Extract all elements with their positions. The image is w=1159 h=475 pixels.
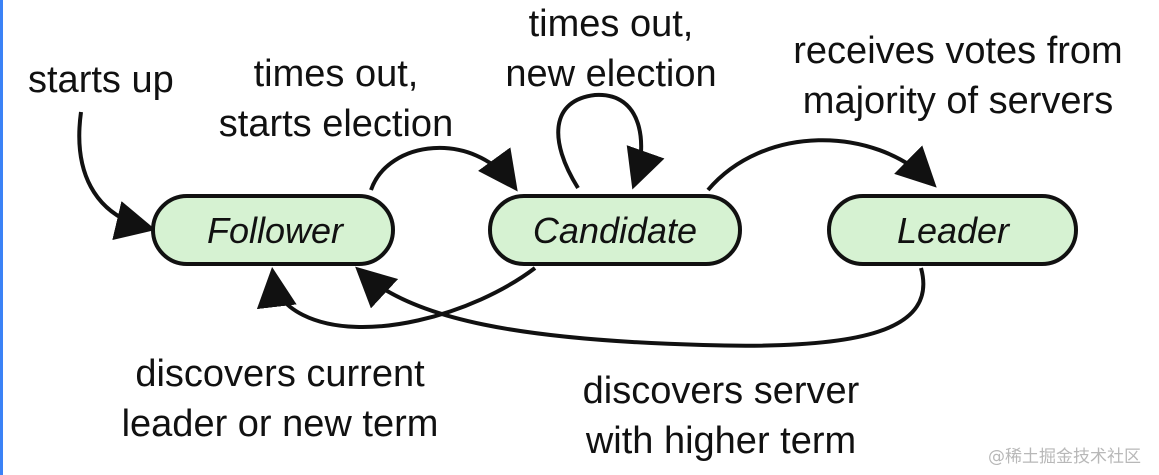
- edge-candidate-to-follower: [256, 266, 537, 329]
- label-times-out-line1: times out,: [254, 53, 419, 95]
- label-discovers-server-line1: discovers server: [583, 370, 860, 412]
- label-discovers-current-line1: discovers current: [135, 353, 425, 395]
- state-follower: Follower: [151, 194, 395, 266]
- state-follower-shape: [151, 194, 395, 266]
- label-leader-new-term-line2: leader or new term: [122, 403, 439, 445]
- edge-leader-to-follower: [355, 266, 926, 348]
- label-times-out-self-line1: times out,: [529, 3, 694, 45]
- edge-starts-up: [77, 111, 156, 241]
- edge-follower-to-candidate: [369, 145, 518, 192]
- edge-candidate-self-loop: [556, 92, 665, 190]
- watermark: @稀土掘金技术社区: [988, 447, 1141, 467]
- label-higher-term-line2: with higher term: [585, 420, 856, 462]
- label-majority-line2: majority of servers: [803, 80, 1113, 122]
- state-candidate-label: Candidate: [533, 210, 697, 251]
- label-new-election-line2: new election: [505, 53, 716, 95]
- state-candidate: Candidate: [488, 194, 742, 266]
- state-candidate-shape: [488, 194, 742, 266]
- label-starts-up: starts up: [28, 59, 174, 101]
- label-starts-election-line2: starts election: [219, 103, 453, 145]
- state-leader-label: Leader: [897, 210, 1011, 251]
- diagram-canvas: Follower Candidate Leader starts up time…: [28, 3, 1123, 462]
- label-receives-votes-line1: receives votes from: [793, 30, 1122, 72]
- state-leader: Leader: [827, 194, 1078, 266]
- state-follower-label: Follower: [207, 210, 345, 251]
- edge-candidate-to-leader: [706, 138, 937, 192]
- state-leader-shape: [827, 194, 1078, 266]
